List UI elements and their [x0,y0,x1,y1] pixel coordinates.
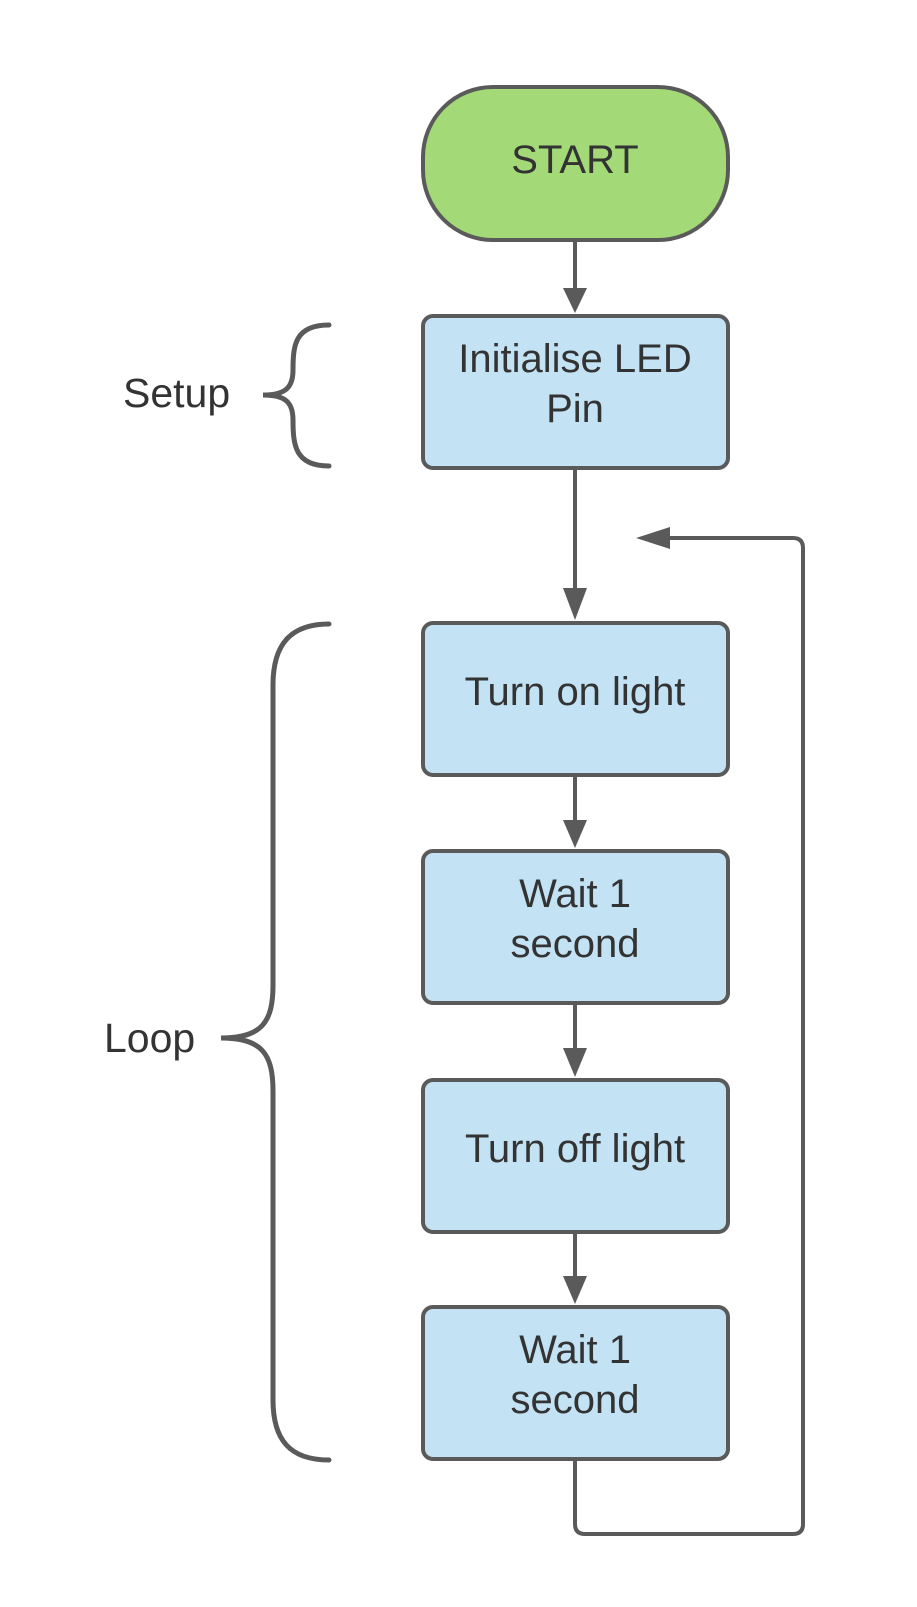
turn-on-node: Turn on light [421,621,730,777]
loop-brace-icon [220,621,332,1463]
start-node-label: START [511,138,638,182]
init-node-shape [421,314,730,470]
setup-group: Setup [123,322,332,469]
setup-brace-icon [262,322,332,469]
wait-node-2-label-line1: Wait 1 [519,1328,631,1372]
arrowhead-icon [563,588,587,620]
setup-label: Setup [123,370,230,416]
init-node: Initialise LED Pin [421,314,730,470]
edge-start-to-init [563,242,587,313]
turn-off-node: Turn off light [421,1078,730,1234]
edge-init-to-turn-on [563,470,587,620]
turn-on-node-shape [421,621,730,777]
turn-on-node-label: Turn on light [465,670,686,714]
loop-back-line [573,536,805,1536]
wait-node-1-label-line2: second [511,922,640,966]
arrowhead-icon [563,1048,587,1077]
arrowhead-icon [563,820,587,848]
arrowhead-icon [563,288,587,313]
loop-label: Loop [104,1015,195,1061]
arrowhead-icon [563,1276,587,1304]
turn-off-node-shape [421,1078,730,1234]
arrowhead-icon [636,527,670,549]
edge-loop-back [573,527,805,1536]
wait-node-1-shape [421,849,730,1005]
wait-node-2-shape [421,1305,730,1461]
start-node-shape [421,85,730,242]
wait-node-1: Wait 1 second [421,849,730,1005]
turn-off-node-label: Turn off light [465,1127,685,1171]
edge-wait1-to-turn-off [563,1005,587,1077]
edge-turn-on-to-wait1 [563,777,587,848]
wait-node-1-label-line1: Wait 1 [519,872,631,916]
wait-node-2: Wait 1 second [421,1305,730,1461]
wait-node-2-label-line2: second [511,1378,640,1422]
loop-group: Loop [104,621,332,1463]
init-node-label-line2: Pin [546,387,604,431]
init-node-label-line1: Initialise LED [458,337,691,381]
edge-turn-off-to-wait2 [563,1234,587,1304]
start-node: START [421,85,730,242]
